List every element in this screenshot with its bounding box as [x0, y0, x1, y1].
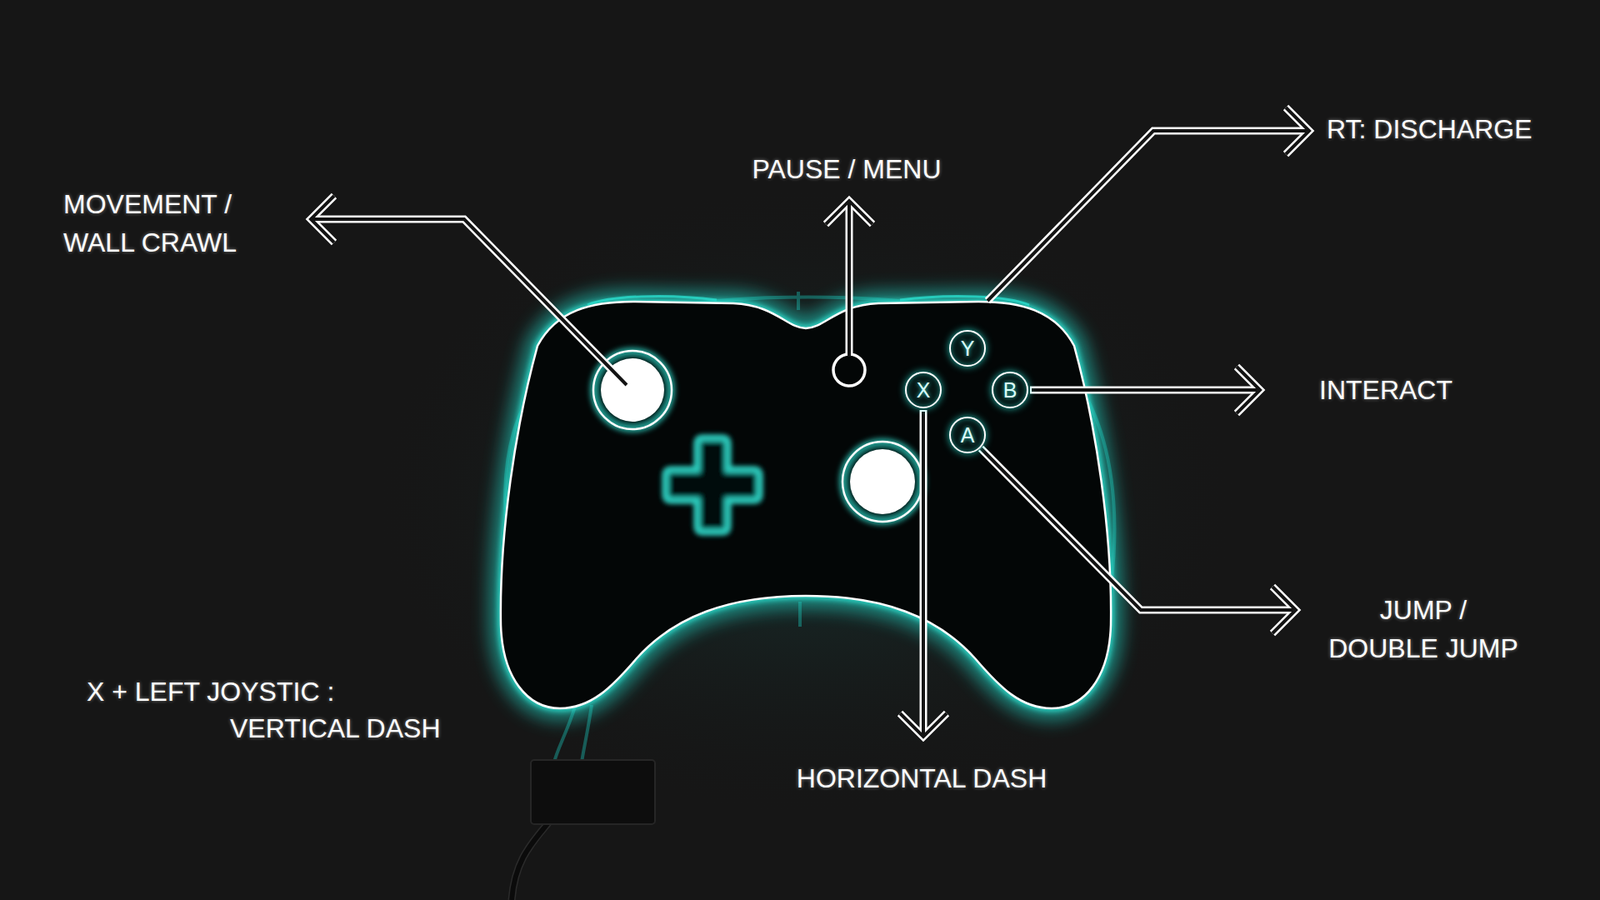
- control-label: MOVEMENT / WALL CRAWL: [63, 185, 272, 262]
- button-letter: Y: [960, 338, 975, 360]
- face-button: B: [991, 371, 1029, 409]
- face-button: X: [905, 371, 942, 409]
- control-label: PAUSE / MENU: [713, 152, 980, 186]
- button-letter: B: [1003, 380, 1018, 401]
- button-letter: A: [960, 425, 975, 446]
- control-label: RT: DISCHARGE: [1326, 112, 1592, 146]
- control-label: INTERACT: [1319, 373, 1570, 407]
- button-letter: X: [916, 380, 931, 401]
- control-label: X + LEFT JOYSTIC : VERTICAL DASH: [86, 673, 464, 747]
- face-button: Y: [949, 330, 986, 367]
- control-label: JUMP / DOUBLE JUMP: [1324, 590, 1523, 668]
- control-label: HORIZONTAL DASH: [763, 761, 1080, 795]
- face-button: A: [949, 416, 986, 454]
